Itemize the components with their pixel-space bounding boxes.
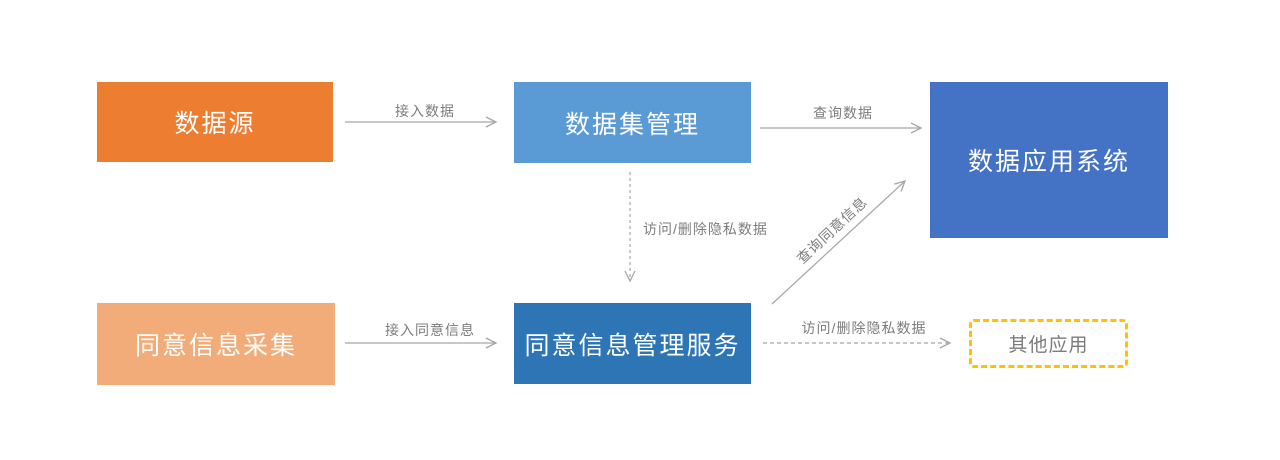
node-data-application-system: 数据应用系统 xyxy=(930,82,1168,238)
edge-label-access-delete-private-data-right: 访问/删除隐私数据 xyxy=(801,320,927,336)
node-data-source: 数据源 xyxy=(97,82,333,162)
node-dataset-management: 数据集管理 xyxy=(514,82,751,163)
node-data-source-label: 数据源 xyxy=(174,110,256,138)
edge-label-access-delete-private-data-down: 访问/删除隐私数据 xyxy=(643,221,768,237)
edge-label-access-data: 接入数据 xyxy=(395,103,455,119)
edge-label-access-consent-info: 接入同意信息 xyxy=(385,322,475,338)
node-other-applications-label: 其他应用 xyxy=(1008,335,1089,356)
node-consent-collection-label: 同意信息采集 xyxy=(134,332,297,360)
node-consent-collection: 同意信息采集 xyxy=(97,303,335,385)
node-consent-management-service-label: 同意信息管理服务 xyxy=(524,331,741,360)
edge-label-query-data: 查询数据 xyxy=(813,105,873,121)
edge-query-consent-info-line xyxy=(771,180,907,305)
node-data-application-system-label: 数据应用系统 xyxy=(967,148,1130,176)
edge-label-query-consent-info: 查询同意信息 xyxy=(793,193,871,267)
node-dataset-management-label: 数据集管理 xyxy=(564,110,700,139)
node-consent-management-service: 同意信息管理服务 xyxy=(514,303,751,384)
node-other-applications: 其他应用 xyxy=(969,319,1128,368)
